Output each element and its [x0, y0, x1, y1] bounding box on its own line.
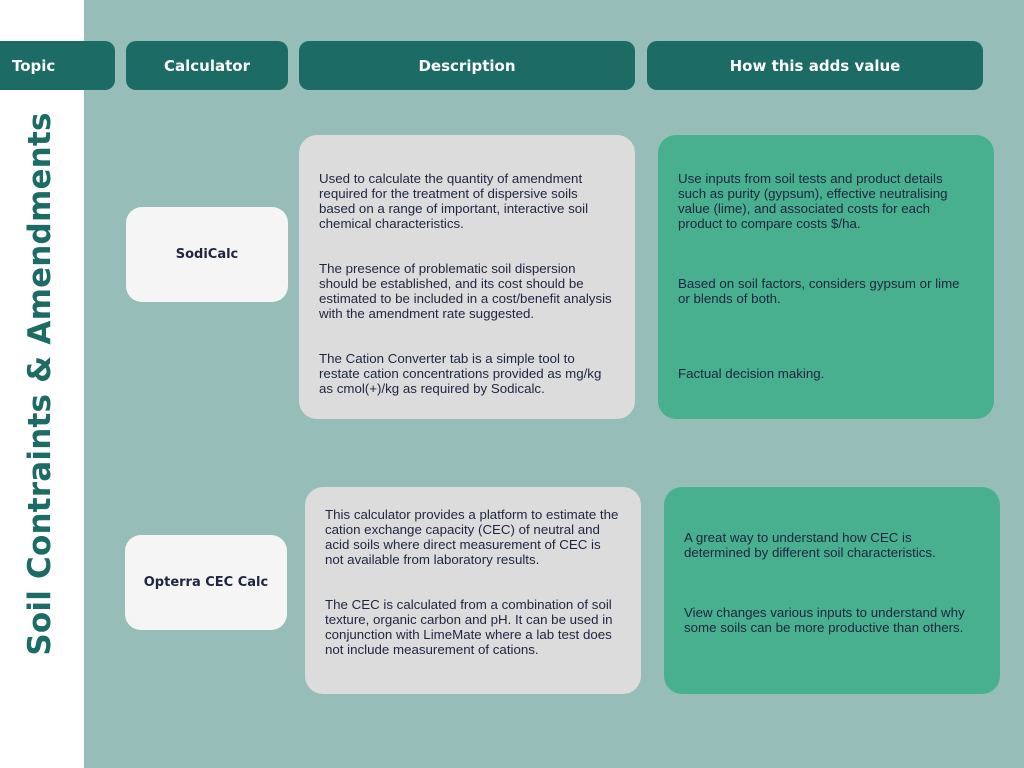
value-card-opterra-cec: A great way to understand how CEC is det…: [664, 487, 1000, 694]
description-card-opterra-cec: This calculator provides a platform to e…: [305, 487, 641, 694]
value-paragraph: Factual decision making.: [678, 366, 825, 381]
header-topic: Topic: [0, 41, 115, 90]
header-value: How this adds value: [647, 41, 983, 90]
value-paragraph: View changes various inputs to understan…: [684, 605, 965, 635]
side-title: Soil Contraints & Amendments: [22, 112, 58, 656]
value-paragraph: Based on soil factors, considers gypsum …: [678, 276, 960, 306]
value-paragraph: Use inputs from soil tests and product d…: [678, 171, 948, 231]
description-paragraph: This calculator provides a platform to e…: [325, 507, 619, 567]
description-paragraph: The presence of problematic soil dispers…: [319, 261, 612, 321]
calculator-name-sodicalc[interactable]: SodiCalc: [126, 207, 288, 302]
header-description: Description: [299, 41, 635, 90]
description-card-sodicalc: Used to calculate the quantity of amendm…: [299, 135, 635, 419]
value-card-sodicalc: Use inputs from soil tests and product d…: [658, 135, 994, 419]
description-paragraph: The Cation Converter tab is a simple too…: [319, 351, 602, 396]
value-paragraph: A great way to understand how CEC is det…: [684, 530, 936, 560]
side-panel: [0, 0, 84, 768]
description-paragraph: The CEC is calculated from a combination…: [325, 597, 613, 657]
description-paragraph: Used to calculate the quantity of amendm…: [319, 171, 589, 231]
calculator-name-opterra-cec[interactable]: Opterra CEC Calc: [125, 535, 287, 630]
header-calculator: Calculator: [126, 41, 288, 90]
